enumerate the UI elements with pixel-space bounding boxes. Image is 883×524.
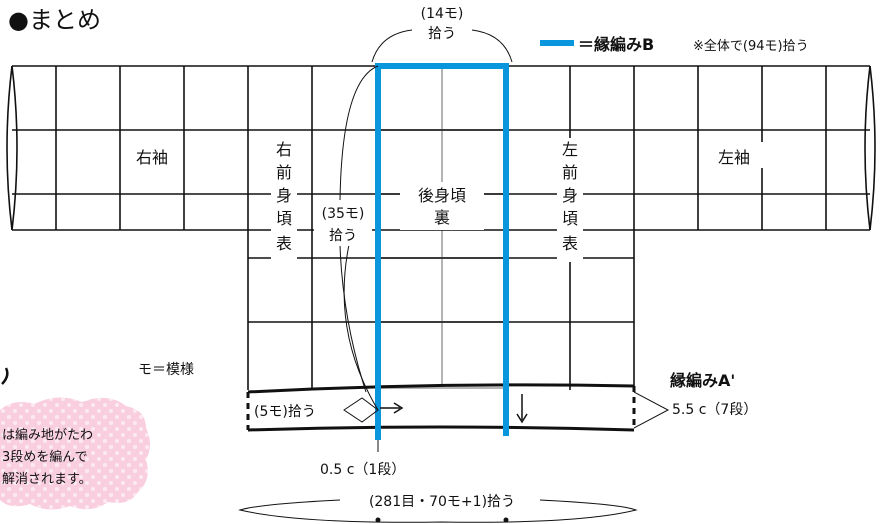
svg-text:前: 前	[562, 163, 578, 182]
legend-swatch	[540, 40, 574, 46]
bottom-small-size: 0.5 c（1段）	[320, 462, 405, 478]
edging-b-line	[375, 63, 509, 440]
bottom-dot-left	[375, 517, 381, 523]
side-pickup-curve-lower	[343, 239, 379, 411]
left-front-label: 左 前 身 頃 表	[557, 138, 583, 262]
bottom-total-pickup: (281目・70モ+1)拾う	[369, 494, 515, 510]
bottom-total-arc	[238, 499, 638, 523]
back-bodice-label: 後身頃 裏	[400, 182, 484, 230]
arrow-down-icon	[516, 413, 528, 424]
note-line-1: は編み地がたわ	[2, 427, 93, 443]
right-front-label: 右 前 身 頃 表	[271, 138, 297, 262]
svg-text:裏: 裏	[434, 208, 450, 227]
legend-label: ＝縁編みB	[578, 35, 654, 54]
edging-bottom-curve	[247, 425, 635, 432]
top-pickup-verb: 拾う	[428, 26, 456, 42]
edging-top-curve	[247, 383, 635, 394]
side-pickup-verb: 拾う	[329, 228, 357, 244]
motif-key: モ＝模様	[138, 362, 194, 378]
svg-text:前: 前	[276, 163, 292, 182]
svg-text:表: 表	[562, 234, 578, 253]
note-line-3: 解消されます。	[2, 472, 92, 487]
edging-a-bracket	[633, 391, 670, 429]
top-pickup-arc-left	[371, 29, 413, 63]
bottom-left-pickup: (5モ)拾う	[254, 404, 316, 420]
note-line-2: 3段めを編んで	[2, 449, 88, 465]
arrow-right-icon	[393, 402, 404, 414]
top-pickup-arc-right	[471, 29, 513, 63]
svg-text:表: 表	[276, 234, 292, 253]
svg-text:後身頃: 後身頃	[418, 186, 466, 205]
right-sleeve-label: 右袖	[136, 148, 168, 167]
edging-a-label: 縁編みA'	[670, 371, 735, 390]
note-bubble: は編み地がたわ 3段めを編んで 解消されます。	[0, 367, 150, 510]
page-title: ●まとめ	[8, 6, 101, 34]
pickup-pointer	[343, 397, 379, 423]
svg-text:身: 身	[562, 186, 578, 205]
note-bubble-dots	[0, 397, 150, 510]
top-pickup-count: (14モ)	[421, 6, 464, 22]
note-pointer-icon	[1, 367, 9, 385]
svg-text:頃: 頃	[562, 209, 578, 228]
bottom-dot-right	[503, 517, 509, 523]
svg-text:身: 身	[276, 186, 292, 205]
legend-note: ※全体で(94モ)拾う	[693, 38, 809, 54]
side-pickup-count: (35モ)	[322, 206, 365, 222]
svg-text:左: 左	[562, 140, 578, 159]
svg-text:右: 右	[276, 140, 292, 159]
edging-a-size: 5.5 c（7段）	[672, 402, 757, 418]
svg-text:頃: 頃	[276, 209, 292, 228]
left-sleeve-label: 左袖	[718, 148, 750, 167]
